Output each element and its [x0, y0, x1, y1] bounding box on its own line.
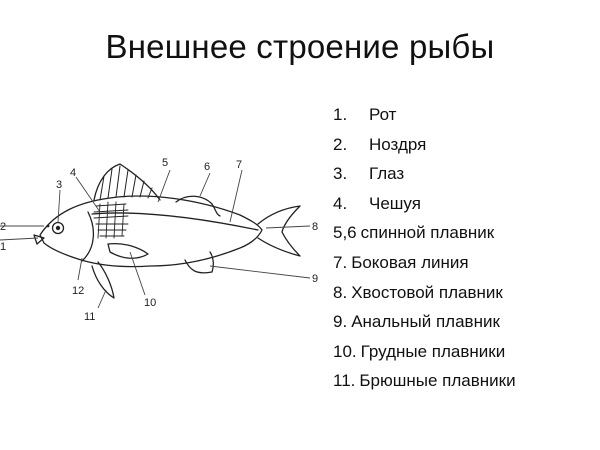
legend-item-number: 11.	[333, 371, 356, 391]
legend-item: 3. Глаз	[333, 159, 516, 189]
lateral-line	[91, 212, 259, 231]
fish-body	[39, 195, 263, 268]
callout-1: 1	[0, 241, 6, 253]
scale-patch	[93, 201, 129, 239]
legend-item-text: Грудные плавники	[360, 341, 506, 361]
legend-item-text: Ноздря	[369, 134, 427, 154]
anal-fin	[184, 251, 214, 274]
legend-item-text: Хвостовой плавник	[351, 282, 503, 302]
legend-item: 2. Ноздря	[333, 130, 516, 160]
dorsal-fin-rays	[99, 165, 153, 201]
legend-item-number: 5,6	[333, 223, 357, 243]
callout-4: 4	[70, 167, 76, 179]
mouth	[33, 234, 45, 245]
legend-item-number: 7.	[333, 252, 348, 272]
callout-2: 2	[0, 221, 6, 233]
legend-item-text: Чешуя	[369, 193, 421, 213]
legend-item: 9.Анальный плавник	[333, 307, 516, 337]
caudal-fin	[257, 205, 301, 257]
callout-6: 6	[204, 161, 210, 173]
callout-8: 8	[312, 221, 318, 233]
pelvic-fin	[91, 261, 115, 299]
callout-12: 12	[72, 285, 84, 297]
legend-item-number: 3.	[333, 164, 348, 184]
legend-item: 8.Хвостовой плавник	[333, 278, 516, 308]
legend-item-number: 10.	[333, 341, 357, 361]
legend-item: 1. Рот	[333, 100, 516, 130]
callout-11: 11	[84, 311, 95, 323]
callout-9: 9	[312, 273, 318, 285]
pectoral-fin	[107, 242, 149, 259]
callout-3: 3	[56, 179, 62, 191]
nostril	[46, 224, 50, 228]
eye	[51, 221, 65, 235]
callout-5: 5	[162, 157, 168, 169]
legend-item-number: 1.	[333, 105, 348, 124]
legend-item-number: 2.	[333, 134, 348, 154]
legend-item-text: Анальный плавник	[351, 312, 500, 332]
legend-item: 11.Брюшные плавники	[333, 366, 516, 396]
legend-item-number: 8.	[333, 282, 348, 302]
gill-cover	[81, 211, 94, 262]
legend-item-text: Брюшные плавники	[359, 371, 516, 391]
legend-item: 10.Грудные плавники	[333, 337, 516, 367]
legend-item-number: 9.	[333, 312, 348, 332]
legend-item-text: Рот	[369, 105, 397, 124]
legend-item: 7.Боковая линия	[333, 248, 516, 278]
legend-item-text: спинной плавник	[360, 223, 495, 243]
fish-diagram: 1 2 3 4 5 6 7 8 9 10 11 12	[0, 157, 318, 323]
legend-item-text: Глаз	[369, 164, 405, 184]
legend-item-text: Боковая линия	[351, 252, 469, 272]
legend-item-number: 4.	[333, 193, 348, 213]
dorsal-fin-soft	[175, 195, 221, 217]
legend-item: 4. Чешуя	[333, 189, 516, 219]
callout-7: 7	[236, 159, 242, 171]
callout-10: 10	[144, 297, 156, 309]
dorsal-fin-spiny	[93, 163, 161, 201]
slide-title: Внешнее строение рыбы	[105, 28, 495, 65]
